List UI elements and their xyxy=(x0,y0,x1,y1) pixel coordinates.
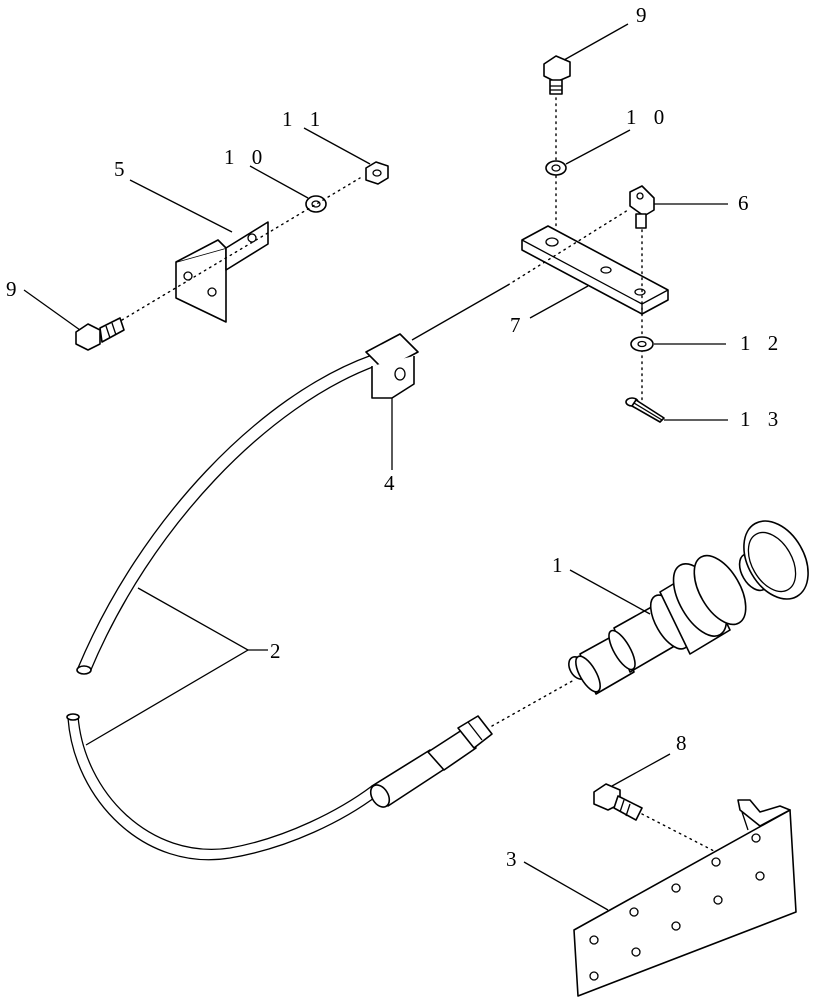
label-12: 1 2 xyxy=(740,331,784,355)
leader-9-left xyxy=(23,289,81,331)
label-11: 1 1 xyxy=(282,107,326,131)
label-1: 1 xyxy=(552,553,569,577)
nut-11 xyxy=(365,161,389,185)
label-6: 6 xyxy=(738,191,755,215)
washer-12 xyxy=(630,336,654,352)
inner-wire xyxy=(411,284,509,341)
leader-1 xyxy=(569,569,651,615)
control-knob-1 xyxy=(568,520,809,695)
label-13: 1 3 xyxy=(740,407,784,431)
bolt-8 xyxy=(593,783,643,821)
bolt-9-left xyxy=(75,317,125,351)
leader-9-top xyxy=(563,23,629,61)
cable-lower-section xyxy=(66,713,379,861)
bracket-3 xyxy=(573,799,797,997)
leader-10-top xyxy=(565,129,631,165)
leader-2 xyxy=(85,587,250,746)
leader-8 xyxy=(611,753,671,787)
connector-6 xyxy=(629,185,655,229)
cable-end-fitting xyxy=(369,715,493,808)
plate-7 xyxy=(521,225,669,315)
label-9-top: 9 xyxy=(636,3,653,27)
label-10-top: 1 0 xyxy=(626,105,670,129)
leader-11 xyxy=(303,127,371,165)
bracket-5 xyxy=(175,221,269,323)
leader-3 xyxy=(523,861,609,911)
leader-7 xyxy=(529,285,589,319)
label-5: 5 xyxy=(114,157,131,181)
assembly-axis-8 xyxy=(641,813,717,853)
label-8: 8 xyxy=(676,731,693,755)
label-9-left: 9 xyxy=(6,277,23,301)
bolt-9-top xyxy=(543,55,571,95)
label-10-left: 1 0 xyxy=(224,145,268,169)
assembly-axis-knob xyxy=(491,679,575,727)
leader-10-left xyxy=(249,165,309,199)
cable-upper-section xyxy=(76,354,379,675)
label-2: 2 xyxy=(270,639,287,663)
label-4: 4 xyxy=(384,471,401,495)
assembly-axis-wire xyxy=(507,209,629,286)
label-7: 7 xyxy=(510,313,527,337)
cotter-pin-13 xyxy=(625,397,665,423)
assembly-axis-bracket xyxy=(121,177,361,321)
washer-10-top xyxy=(545,160,567,176)
washer-10-left xyxy=(305,195,327,213)
label-3: 3 xyxy=(506,847,523,871)
leader-5 xyxy=(129,179,233,233)
clip-4 xyxy=(365,333,419,399)
